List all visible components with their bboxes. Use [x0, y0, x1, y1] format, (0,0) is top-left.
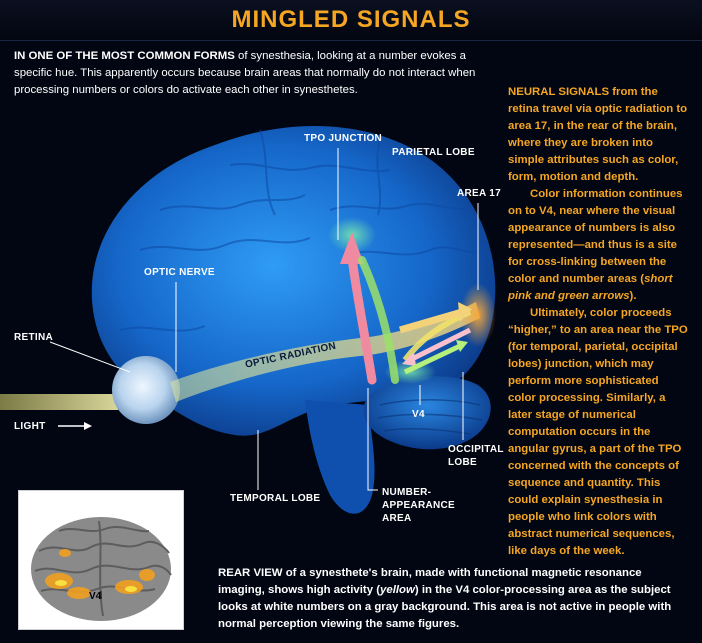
label-v4: V4	[412, 409, 425, 420]
label-tpo-junction: TPO JUNCTION	[304, 133, 383, 144]
green-arrow-short	[403, 343, 462, 375]
cerebellum-shape	[363, 376, 491, 450]
pink-arrow-long	[347, 253, 377, 385]
caption-text: REAR VIEW of a synesthete's brain, made …	[218, 565, 688, 633]
sidebar-paragraph-1: NEURAL SIGNALS from the retina travel vi…	[508, 84, 688, 186]
caption-a: of a synesthete's brain, made with funct…	[218, 567, 642, 596]
arrow-to-area17	[399, 308, 463, 334]
label-light: LIGHT	[14, 421, 46, 432]
sidebar-p1-body: from the retina travel via optic radiati…	[508, 86, 688, 183]
fmri-brain-rear-view	[31, 517, 172, 621]
label-parietal-lobe: PARIETAL LOBE	[392, 147, 475, 158]
light-beam	[0, 394, 118, 410]
eye-ball	[112, 356, 180, 424]
intro-lead: IN ONE OF THE MOST COMMON FORMS	[14, 50, 235, 62]
page-title: MINGLED SIGNALS	[231, 6, 471, 33]
gyri-lines	[119, 129, 481, 332]
label-retina: RETINA	[14, 332, 54, 343]
sidebar-text: NEURAL SIGNALS from the retina travel vi…	[508, 84, 688, 560]
title-bar: MINGLED SIGNALS	[0, 0, 702, 41]
brainstem-shape	[305, 400, 375, 514]
caption-lead: REAR VIEW	[218, 567, 283, 579]
sidebar-paragraph-2: Color information continues on to V4, ne…	[508, 186, 688, 305]
leader-lines	[49, 148, 479, 491]
label-number-appearance-area: NUMBER-APPEARANCE AREA	[382, 487, 456, 524]
label-occipital-lobe: OCCIPITAL LOBE	[448, 444, 504, 468]
signal-arrows	[340, 232, 472, 385]
green-arrow-long	[358, 256, 399, 384]
intro-text: IN ONE OF THE MOST COMMON FORMS of synes…	[14, 48, 484, 99]
sidebar-p2-italic: short pink and green arrows	[508, 273, 673, 302]
inset-label-v4: V4	[89, 591, 102, 602]
label-temporal-lobe: TEMPORAL LOBE	[230, 493, 321, 504]
pink-arrow-short	[408, 327, 472, 363]
intro-body: of synesthesia, looking at a number evok…	[14, 50, 476, 96]
sidebar-paragraph-3: Ultimately, color proceeds “higher,” to …	[508, 307, 688, 557]
sidebar-lead: NEURAL SIGNALS	[508, 86, 610, 98]
optic-radiation-band	[170, 302, 480, 402]
caption-b: ) in the V4 color-processing area as the…	[218, 584, 672, 630]
sidebar-p2-a: Color information continues on to V4, ne…	[508, 188, 683, 285]
caption-italic: yellow	[380, 584, 415, 596]
label-area-17: AREA 17	[457, 188, 501, 199]
sidebar-p2-b: ).	[629, 290, 637, 302]
label-optic-nerve: OPTIC NERVE	[144, 267, 215, 278]
fmri-inset-image: V4	[18, 490, 184, 630]
